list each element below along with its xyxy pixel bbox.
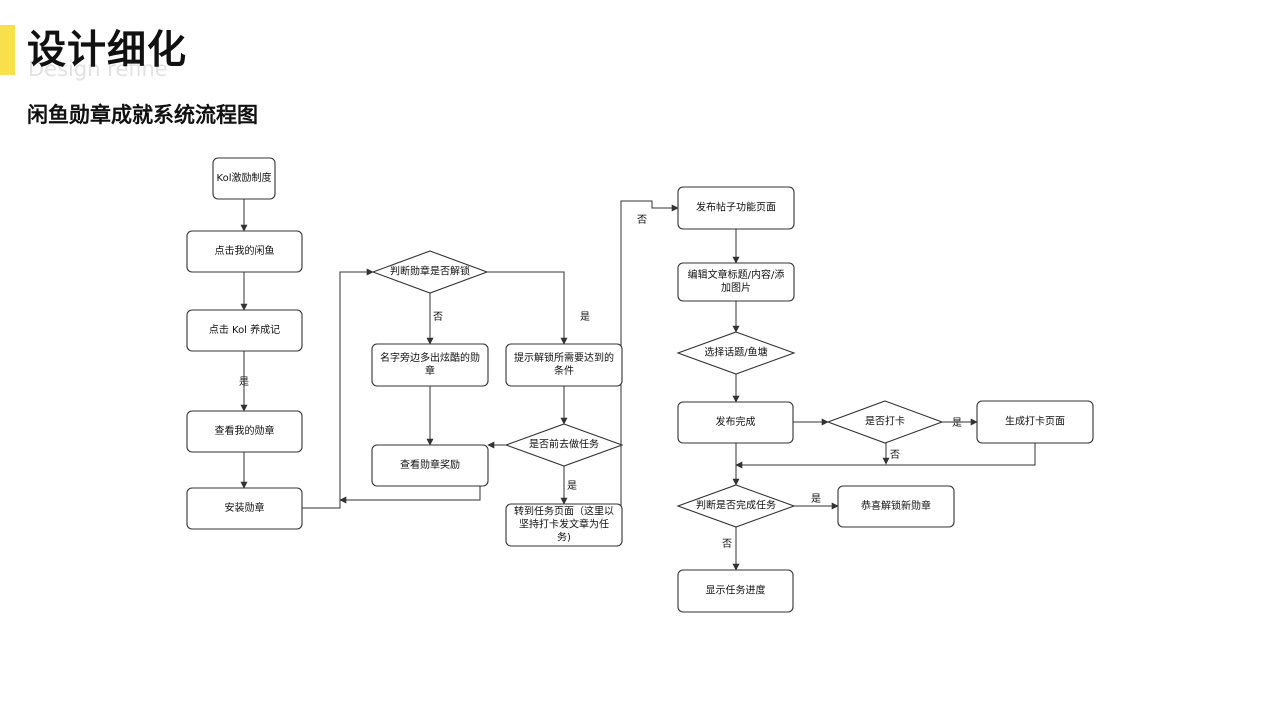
edge-label-yes-task: 是 xyxy=(567,480,577,492)
node-kol-incentive: Kol激励制度 xyxy=(212,157,276,200)
node-label-line: 选择话题/鱼塘 xyxy=(704,346,767,359)
node-install-badge: 安装勋章 xyxy=(186,487,303,530)
edge-label-yes-congrats: 是 xyxy=(811,493,821,505)
node-click-my-xianyu: 点击我的闲鱼 xyxy=(186,230,303,273)
node-checkin-question: 是否打卡 xyxy=(826,400,944,444)
node-label-line: 查看勋章奖励 xyxy=(400,458,460,471)
node-label-line: 是否打卡 xyxy=(865,415,905,428)
edge-label-no-name: 否 xyxy=(433,311,443,323)
node-label-line: 名字旁边多出炫酷的勋 xyxy=(380,351,480,364)
node-label-line: 坚持打卡发文章为任 xyxy=(519,518,609,531)
edge-label-no-post: 否 xyxy=(637,214,647,226)
node-select-topic: 选择话题/鱼塘 xyxy=(676,331,796,375)
node-label-line: 判断是否完成任务 xyxy=(696,499,776,512)
node-label-line: 章 xyxy=(425,364,435,377)
node-post-done: 发布完成 xyxy=(677,401,794,444)
node-judge-task-complete: 判断是否完成任务 xyxy=(676,484,796,528)
node-label-line: 转到任务页面（这里以 xyxy=(514,505,614,518)
node-label-line: 务) xyxy=(557,531,571,544)
edge-label-no-progress: 否 xyxy=(722,538,732,550)
edge-label-yes-prompt: 是 xyxy=(580,311,590,323)
node-label-line: 判断勋章是否解锁 xyxy=(390,265,470,278)
edge-view-reward-to-install xyxy=(339,486,481,504)
node-label-line: 显示任务进度 xyxy=(706,584,766,597)
node-label-line: 发布完成 xyxy=(716,415,756,428)
edge-label-yes-view: 是 xyxy=(239,376,249,388)
node-label-line: 加图片 xyxy=(721,281,751,294)
node-view-badge-reward: 查看勋章奖励 xyxy=(371,444,489,487)
page-subtitle: 闲鱼勋章成就系统流程图 xyxy=(27,103,258,127)
node-go-do-task: 是否前去做任务 xyxy=(504,423,624,467)
edge-task-page-to-post-page xyxy=(620,200,679,525)
node-label-line: 提示解锁所需要达到的 xyxy=(514,351,614,364)
edge-unlock-yes-to-prompt xyxy=(487,271,568,345)
node-label-line: 发布帖子功能页面 xyxy=(696,201,776,214)
node-label-line: 编辑文章标题/内容/添 xyxy=(688,268,785,281)
node-click-kol: 点击 Kol 养成记 xyxy=(186,309,303,352)
node-judge-badge-unlocked: 判断勋章是否解锁 xyxy=(371,250,489,294)
node-view-my-badge: 查看我的勋章 xyxy=(186,410,303,453)
node-label-line: 点击我的闲鱼 xyxy=(215,244,275,257)
node-generate-checkin-page: 生成打卡页面 xyxy=(976,400,1094,444)
edge-label-no-merge: 否 xyxy=(890,449,900,461)
node-label-line: 条件 xyxy=(554,364,574,377)
accent-bar xyxy=(0,25,15,75)
page-title-english: Design refine xyxy=(28,57,168,81)
node-label-line: 是否前去做任务 xyxy=(529,438,599,451)
node-label-line: Kol激励制度 xyxy=(217,171,272,184)
node-label-line: 恭喜解锁新勋章 xyxy=(861,499,931,512)
edge-install-to-judge-unlock xyxy=(302,268,374,509)
node-congrats-new-badge: 恭喜解锁新勋章 xyxy=(837,485,955,528)
node-post-page: 发布帖子功能页面 xyxy=(677,186,795,230)
page-title: 设计细化 xyxy=(27,28,188,73)
node-label-line: 安装勋章 xyxy=(225,501,265,514)
node-label-line: 查看我的勋章 xyxy=(215,424,275,437)
node-label-line: 生成打卡页面 xyxy=(1005,415,1065,428)
edge-label-yes-gen: 是 xyxy=(952,417,962,429)
edge-gen-checkin-to-merge xyxy=(735,443,1036,469)
node-label-line: 点击 Kol 养成记 xyxy=(209,323,280,336)
node-show-task-progress: 显示任务进度 xyxy=(677,569,794,613)
